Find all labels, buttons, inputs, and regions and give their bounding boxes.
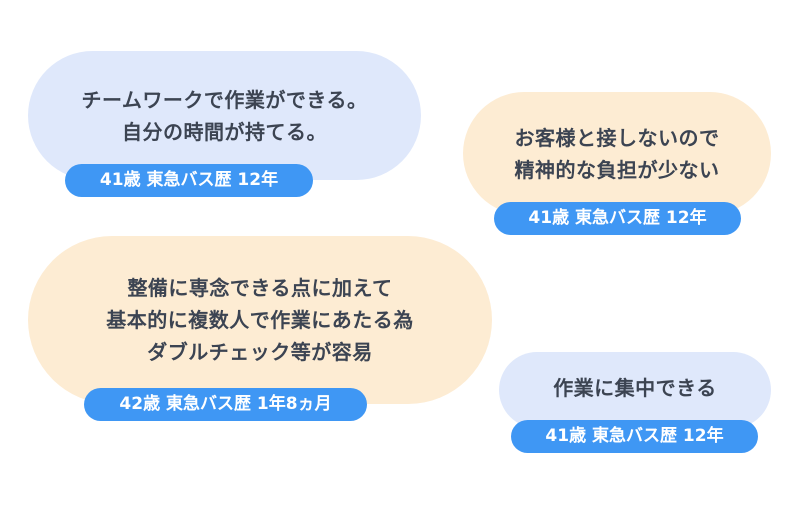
profile-badge-1: 41歳 東急バス歴 12年 [65,164,313,197]
testimonial-bubble-1: チームワークで作業ができる。 自分の時間が持てる。 [28,51,421,180]
testimonial-text-line: ダブルチェック等が容易 [147,340,373,364]
testimonial-bubble-4: 作業に集中できる [499,352,771,428]
testimonial-text-line: 基本的に複数人で作業にあたる為 [106,308,414,332]
testimonial-bubble-2: お客様と接しないので 精神的な負担が少ない [463,92,771,215]
testimonial-text-line: チームワークで作業ができる。 [81,87,368,112]
testimonial-text-line: 整備に専念できる点に加えて [127,276,393,300]
testimonial-bubble-3: 整備に専念できる点に加えて 基本的に複数人で作業にあたる為 ダブルチェック等が容… [28,236,492,404]
testimonial-text-line: お客様と接しないので [514,125,720,150]
testimonial-text-line: 作業に集中できる [553,376,717,400]
testimonial-text-line: 自分の時間が持てる。 [122,119,327,144]
profile-badge-3: 42歳 東急バス歴 1年8ヵ月 [84,388,367,421]
profile-badge-4: 41歳 東急バス歴 12年 [511,420,758,453]
profile-badge-2: 41歳 東急バス歴 12年 [494,202,741,235]
testimonial-text-line: 精神的な負担が少ない [514,157,720,182]
